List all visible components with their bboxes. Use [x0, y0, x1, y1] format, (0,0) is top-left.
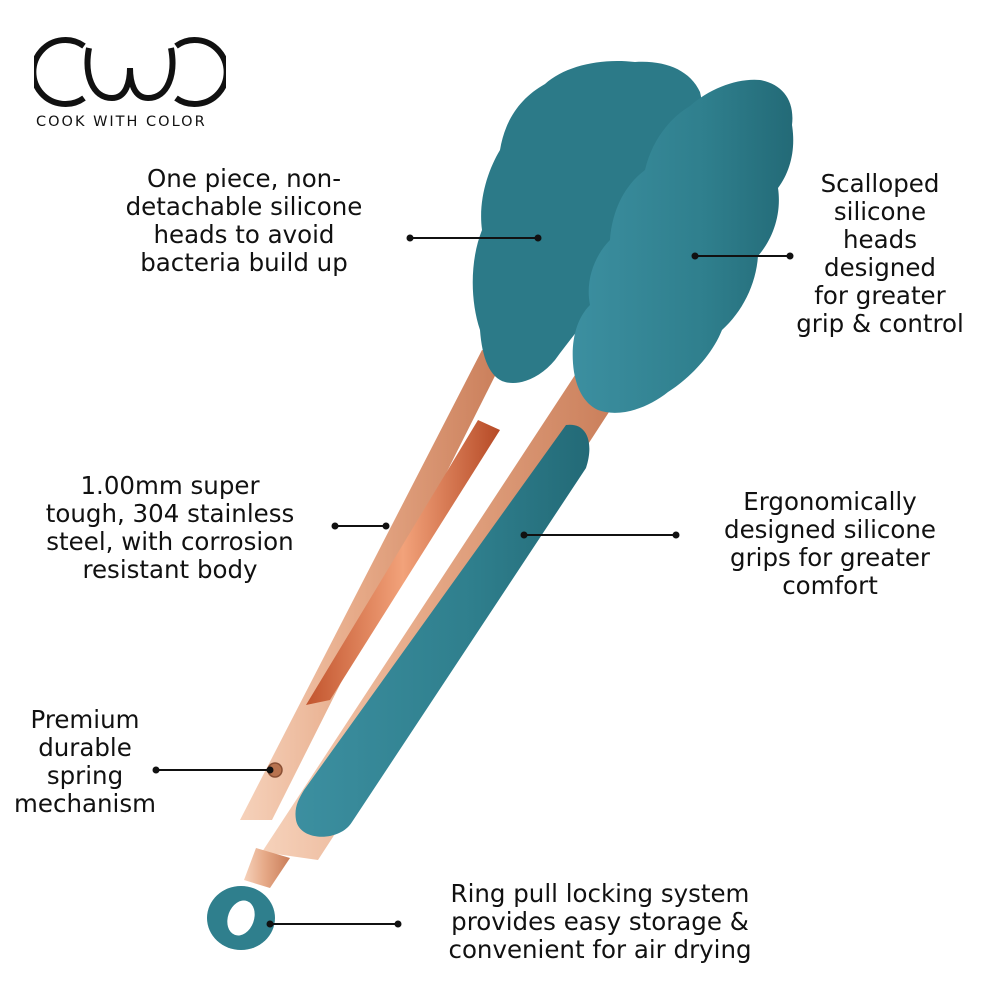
ring-connector	[244, 848, 290, 888]
leader-lines	[152, 234, 794, 928]
callout-line: steel, with corrosion	[46, 527, 294, 556]
callout-line: Scalloped	[820, 169, 940, 198]
callout-heads: One piece, non- detachable silicone head…	[104, 165, 384, 277]
callout-line: mechanism	[14, 789, 156, 818]
callout-line: resistant body	[82, 555, 258, 584]
callout-scalloped: Scalloped silicone heads designed for gr…	[770, 170, 990, 338]
callout-line: for greater	[814, 281, 946, 310]
callout-line: silicone	[833, 197, 927, 226]
callout-line: grip & control	[796, 309, 964, 338]
callout-line: bacteria build up	[140, 248, 348, 277]
callout-line: One piece, non-	[146, 164, 342, 193]
callout-line: Premium	[30, 705, 140, 734]
callout-line: grips for greater	[730, 543, 930, 572]
callout-line: durable	[38, 733, 132, 762]
callout-line: Ergonomically	[743, 487, 917, 516]
callout-line: designed	[824, 253, 936, 282]
callout-line: heads to avoid	[153, 220, 335, 249]
callout-line: spring	[46, 761, 124, 790]
callout-line: tough, 304 stainless	[45, 499, 295, 528]
callout-spring: Premium durable spring mechanism	[10, 706, 160, 818]
inner-channel	[306, 420, 500, 705]
callout-line: comfort	[782, 571, 878, 600]
front-head	[572, 79, 794, 413]
callout-line: Ring pull locking system	[450, 879, 750, 908]
grip	[295, 424, 590, 837]
callout-line: detachable silicone	[125, 192, 363, 221]
brand-logo: COOK WITH COLOR	[34, 34, 234, 134]
brand-tagline: COOK WITH COLOR	[36, 114, 207, 130]
callout-line: 1.00mm super	[80, 471, 260, 500]
callout-line: heads	[843, 225, 917, 254]
callout-line: provides easy storage &	[451, 907, 749, 936]
cwc-logo-mark	[34, 37, 226, 107]
callout-line: designed silicone	[724, 515, 936, 544]
callout-steel: 1.00mm super tough, 304 stainless steel,…	[20, 472, 320, 584]
callout-grips: Ergonomically designed silicone grips fo…	[700, 488, 960, 600]
back-arm	[240, 350, 505, 820]
back-head	[472, 60, 702, 384]
callout-ring: Ring pull locking system provides easy s…	[420, 880, 780, 964]
ring-hole	[227, 900, 255, 936]
callout-line: convenient for air drying	[448, 935, 752, 964]
